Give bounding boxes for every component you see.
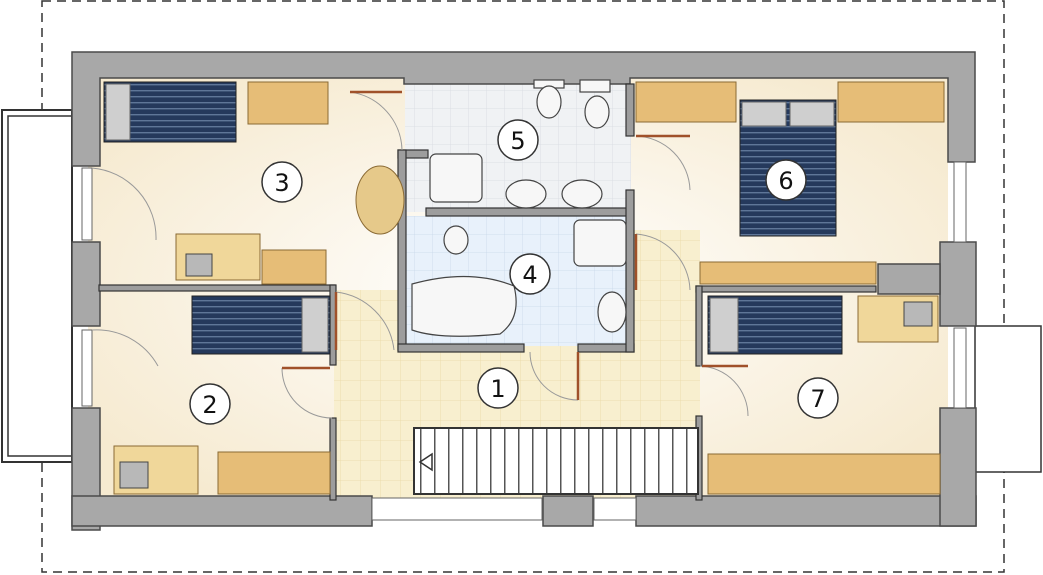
svg-text:3: 3 [274,169,289,197]
svg-text:5: 5 [510,127,525,155]
svg-text:1: 1 [490,375,505,403]
bathroom-fixtures [411,79,627,337]
balcony-left [1,109,73,463]
svg-text:2: 2 [202,391,217,419]
door-frames [282,90,748,400]
room7-furniture [707,295,941,495]
svg-text:7: 7 [810,385,825,413]
room3-furniture [103,81,405,285]
room-label-2: 2 [189,383,231,425]
room-label-3: 3 [261,161,303,203]
room2-furniture [113,295,331,495]
windows [81,161,967,521]
room-label-7: 7 [797,377,839,419]
room-label-1: 1 [477,367,519,409]
room-label-6: 6 [765,159,807,201]
room-label-5: 5 [497,119,539,161]
room-label-4: 4 [509,253,551,295]
svg-text:6: 6 [778,167,793,195]
hall-floor-top [630,230,700,292]
staircase [413,427,699,495]
svg-text:4: 4 [522,261,537,289]
balcony-right [974,325,1042,473]
